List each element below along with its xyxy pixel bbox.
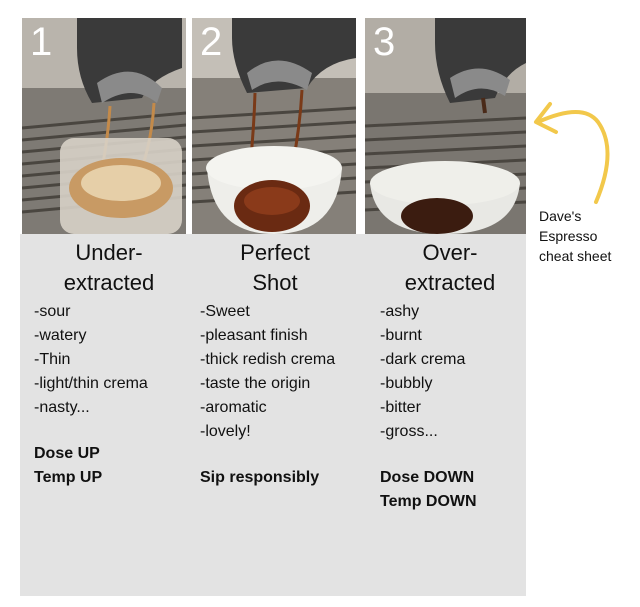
heading-line: Perfect <box>240 240 310 265</box>
note-line: Dave's <box>539 208 582 224</box>
trait-item: -taste the origin <box>200 375 311 392</box>
trait-item: -Sweet <box>200 303 250 320</box>
heading-line: extracted <box>63 270 155 295</box>
trait-item: -watery <box>34 327 87 344</box>
advice-line: Dose UP <box>34 445 100 462</box>
advice-line: Temp DOWN <box>380 493 477 510</box>
trait-item: -gross... <box>380 423 438 440</box>
note-line: cheat sheet <box>539 248 612 264</box>
column-heading: Under- extracted <box>34 238 184 298</box>
photo-perfect-shot: 2 <box>192 18 356 234</box>
photo-under-extracted: 1 <box>22 18 186 234</box>
trait-item: -burnt <box>380 327 422 344</box>
advice-line: Temp UP <box>34 469 103 486</box>
trait-item: -Thin <box>34 351 71 368</box>
curved-arrow-icon <box>534 102 610 204</box>
advice: Dose UP Temp UP <box>34 442 184 490</box>
trait-item: -bubbly <box>380 375 433 392</box>
trait-item: -bitter <box>380 399 421 416</box>
photo-number: 3 <box>373 20 396 64</box>
trait-item: -nasty... <box>34 399 90 416</box>
heading-line: Over- <box>422 240 478 265</box>
trait-list: -Sweet -pleasant finish -thick redish cr… <box>200 300 350 444</box>
heading-line: extracted <box>404 270 496 295</box>
note-line: Espresso <box>539 228 598 244</box>
trait-list: -sour -watery -Thin -light/thin crema -n… <box>34 300 184 420</box>
photo-over-extracted: 3 <box>365 18 526 234</box>
column-under-extracted: Under- extracted -sour -watery -Thin -li… <box>34 238 184 490</box>
trait-item: -sour <box>34 303 71 320</box>
column-over-extracted: Over- extracted -ashy -burnt -dark crema… <box>380 238 520 514</box>
trait-item: -light/thin crema <box>34 375 148 392</box>
advice-line: Sip responsibly <box>200 469 320 486</box>
heading-line: Under- <box>75 240 143 265</box>
column-perfect-shot: Perfect Shot -Sweet -pleasant finish -th… <box>200 238 350 490</box>
column-heading: Perfect Shot <box>200 238 350 298</box>
trait-list: -ashy -burnt -dark crema -bubbly -bitter… <box>380 300 520 444</box>
cheat-sheet-note: Dave's Espresso cheat sheet <box>539 206 611 266</box>
trait-item: -ashy <box>380 303 420 320</box>
heading-line: Shot <box>252 270 298 295</box>
trait-item: -thick redish crema <box>200 351 336 368</box>
trait-item: -dark crema <box>380 351 466 368</box>
advice-line: Dose DOWN <box>380 469 475 486</box>
advice: Dose DOWN Temp DOWN <box>380 466 520 514</box>
text-panel <box>20 234 526 596</box>
trait-item: -pleasant finish <box>200 327 308 344</box>
advice: Sip responsibly <box>200 466 350 490</box>
photo-number: 1 <box>30 20 53 64</box>
trait-item: -aromatic <box>200 399 267 416</box>
photo-number: 2 <box>200 20 223 64</box>
trait-item: -lovely! <box>200 423 251 440</box>
column-heading: Over- extracted <box>380 238 520 298</box>
